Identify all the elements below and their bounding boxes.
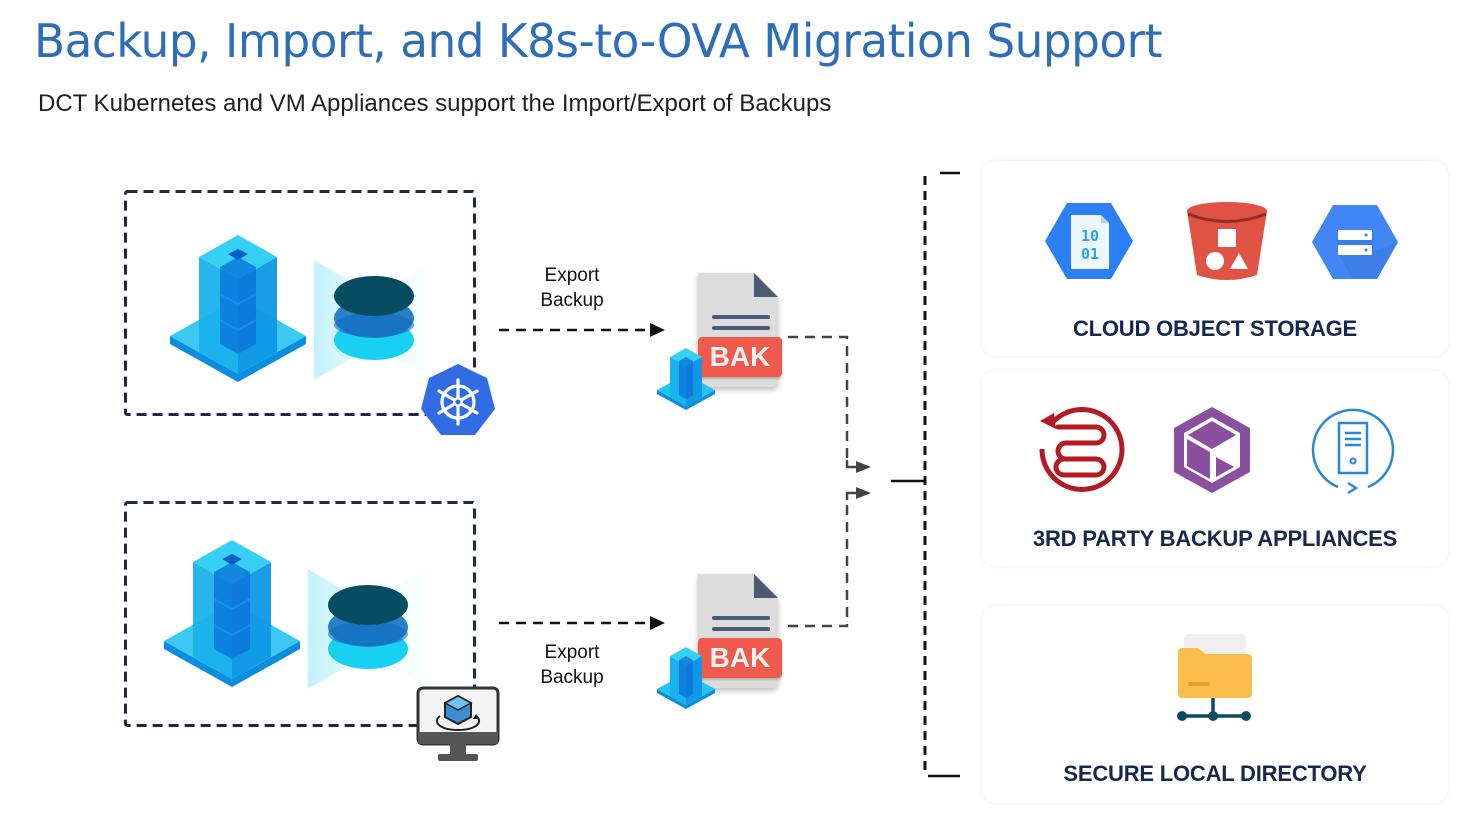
svg-text:01: 01 [1081,245,1099,263]
merge-arrowhead-1 [856,461,871,473]
svg-text:10: 10 [1081,227,1099,245]
merge-line-1 [788,335,849,462]
arrowhead-2 [650,616,665,630]
card-title: CLOUD OBJECT STORAGE [1072,316,1358,341]
export-label-2: Export Backup [540,642,604,688]
bak-badge: BAK [698,337,782,377]
dashed-boundary [124,501,476,727]
destination-card-secure-local-directory: SECURE LOCAL DIRECTORY [982,606,1448,803]
azure-backup-cube-icon [1174,407,1250,493]
dashed-boundary [124,190,476,416]
destination-card-cloud-object-storage: 10 01 CLOUD OBJECT STORAGE [982,161,1448,356]
zerto-backup-icon [1039,407,1125,492]
aws-s3-bucket-icon [1187,202,1267,280]
kubernetes-icon [421,364,495,435]
virtual-machine-monitor-icon [416,686,500,761]
appliance-tower-icon [656,644,716,709]
source-vm-appliance [124,501,476,727]
export-label-1: Export Backup [540,265,604,311]
google-cloud-storage-icon [1312,205,1398,279]
merge-arrowhead-2 [856,487,871,499]
card-title: 3RD PARTY BACKUP APPLIANCES [1032,526,1398,551]
arrowhead-1 [650,323,665,337]
server-restore-icon [1311,408,1395,495]
destination-card-3rd-party-backup-appliances: 3RD PARTY BACKUP APPLIANCES [982,371,1448,566]
network-folder-icon [1177,634,1252,721]
azure-blob-storage-icon: 10 01 [1045,203,1133,279]
merge-line-2 [788,498,849,628]
card-title: SECURE LOCAL DIRECTORY [1063,761,1367,786]
backup-file-1: BAK [654,271,784,411]
backup-file-2: BAK [654,572,784,712]
page-title: Backup, Import, and K8s-to-OVA Migration… [34,14,1163,68]
appliance-tower-icon [656,345,716,410]
bak-badge: BAK [698,638,782,678]
source-kubernetes-appliance [124,190,476,416]
page-subtitle: DCT Kubernetes and VM Appliances support… [38,90,832,117]
